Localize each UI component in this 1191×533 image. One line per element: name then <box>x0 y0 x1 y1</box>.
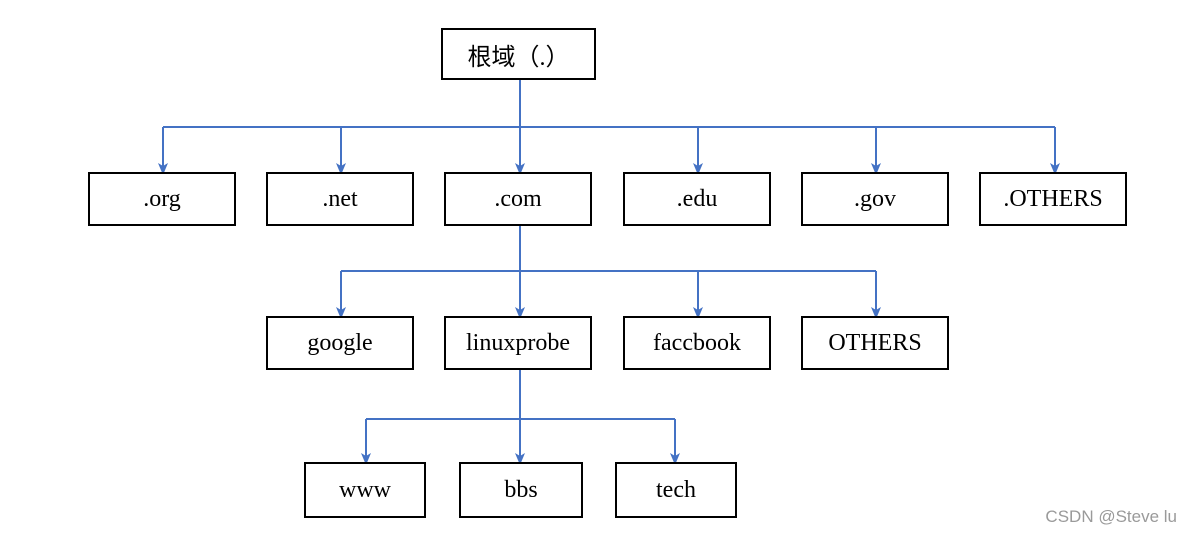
tld-net-box: .net <box>266 172 414 226</box>
host-www-box: www <box>304 462 426 518</box>
tld-org-box: .org <box>88 172 236 226</box>
com-linuxprobe-box: linuxprobe <box>444 316 592 370</box>
host-tech-box: tech <box>615 462 737 518</box>
com-faccbook-box: faccbook <box>623 316 771 370</box>
tld-edu-box: .edu <box>623 172 771 226</box>
root-domain-box: 根域（.） <box>441 28 596 80</box>
com-others-box: OTHERS <box>801 316 949 370</box>
tld-others-box: .OTHERS <box>979 172 1127 226</box>
csdn-watermark: CSDN @Steve lu <box>1045 507 1177 526</box>
tld-com-box: .com <box>444 172 592 226</box>
tld-gov-box: .gov <box>801 172 949 226</box>
com-google-box: google <box>266 316 414 370</box>
host-bbs-box: bbs <box>459 462 583 518</box>
